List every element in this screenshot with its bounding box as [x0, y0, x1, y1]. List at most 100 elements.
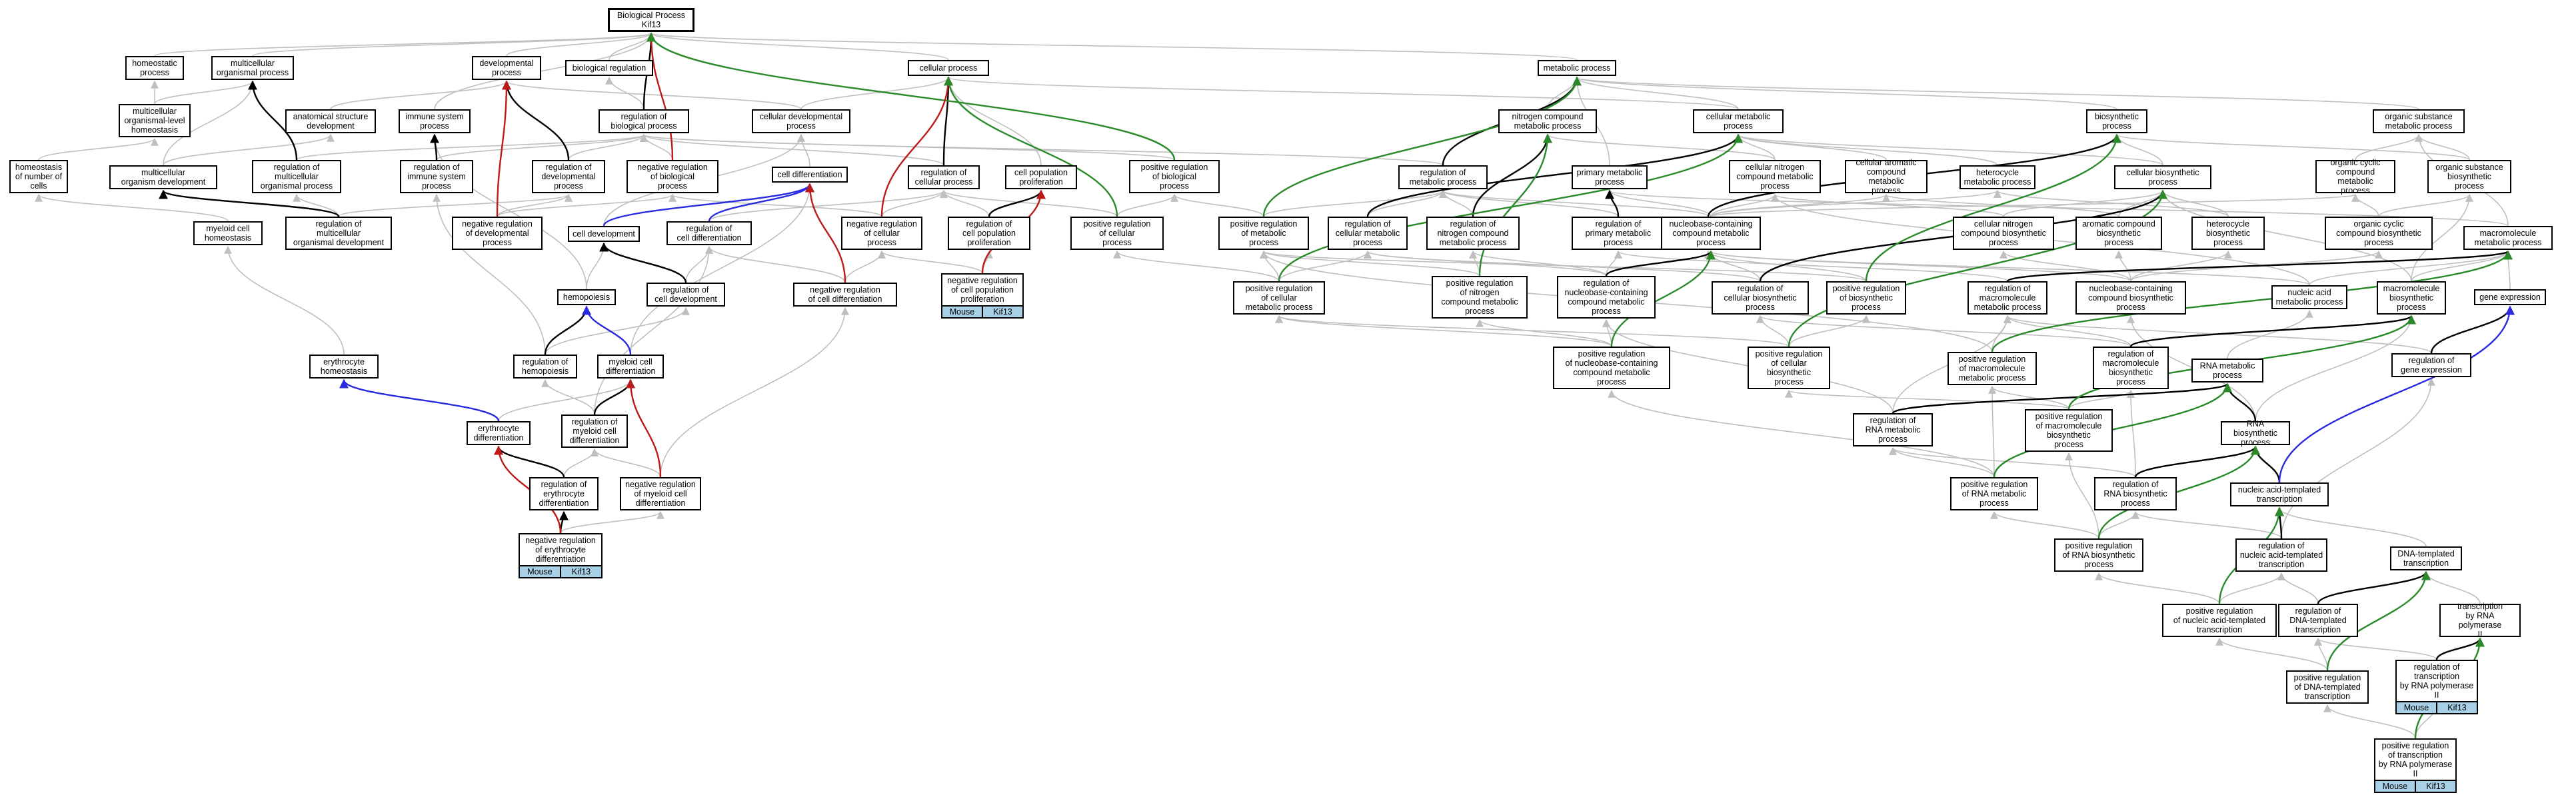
go-term-poscellp[interactable]: positive regulation of cellular process: [1070, 217, 1164, 250]
go-term-rnabio[interactable]: RNA biosynthetic process: [2221, 419, 2290, 447]
go-term-regdna[interactable]: regulation of DNA-templated transcriptio…: [2278, 604, 2358, 637]
go-term-trpol[interactable]: transcription by RNA polymerase II: [2439, 602, 2521, 639]
go-term-posbios[interactable]: positive regulation of biosynthetic proc…: [1826, 281, 1906, 315]
go-term-rnamet[interactable]: RNA metabolic process: [2191, 359, 2263, 383]
go-term-cellbio[interactable]: cellular biosynthetic process: [2114, 165, 2211, 189]
go-term-reghemo[interactable]: regulation of hemopoiesis: [513, 355, 577, 379]
go-term-posrnab[interactable]: positive regulation of RNA biosynthetic …: [2054, 538, 2143, 572]
go-term-negcdiff[interactable]: negative regulation of cell differentiat…: [793, 283, 897, 307]
go-term-ocbio[interactable]: organic cyclic compound biosynthetic pro…: [2325, 217, 2433, 250]
go-term-negcellp[interactable]: negative regulation of cellular process: [841, 217, 922, 250]
go-term-orgcyc[interactable]: organic cyclic compound metabolic proces…: [2315, 158, 2395, 195]
go-term-regcellp[interactable]: regulation of cellular process: [908, 165, 980, 189]
go-term-negmydiff[interactable]: negative regulation of myeloid cell diff…: [620, 477, 701, 510]
go-term-cellp[interactable]: cellular process: [908, 60, 989, 76]
go-term-homnum[interactable]: homeostasis of number of cells: [9, 160, 68, 193]
go-term-hetero[interactable]: heterocycle metabolic process: [1959, 165, 2035, 189]
go-term-regmulti[interactable]: regulation of multicellular organismal p…: [252, 160, 341, 193]
go-term-macro[interactable]: macromolecule metabolic process: [2463, 226, 2553, 250]
go-term-posmet[interactable]: positive regulation of metabolic process: [1218, 217, 1309, 250]
go-term-anatdev[interactable]: anatomical structure development: [285, 109, 376, 133]
go-term-cellpop[interactable]: cell population proliferation: [1005, 165, 1077, 189]
edge-is-a: [35, 193, 229, 222]
go-term-regcdev[interactable]: regulation of cell development: [646, 283, 725, 307]
go-term-negdev[interactable]: negative regulation of developmental pro…: [452, 217, 543, 250]
go-term-natrans[interactable]: nucleic acid-templated transcription: [2230, 482, 2329, 506]
go-term-arom[interactable]: cellular aromatic compound metabolic pro…: [1845, 158, 1928, 195]
go-term-negbio[interactable]: negative regulation of biological proces…: [627, 160, 718, 193]
go-term-cnitro[interactable]: cellular nitrogen compound metabolic pro…: [1729, 160, 1821, 193]
go-term-regmet[interactable]: regulation of metabolic process: [1398, 165, 1488, 189]
go-term-celldev[interactable]: cellular developmental process: [752, 109, 850, 133]
edge-pos-regulates: [646, 32, 1176, 161]
go-term-metab[interactable]: metabolic process: [1538, 60, 1616, 76]
go-term-orgsub[interactable]: organic substance metabolic process: [2373, 109, 2465, 133]
go-term-regpol[interactable]: regulation of transcription by RNA polym…: [2395, 660, 2478, 702]
go-term-regcdiff[interactable]: regulation of cell differentiation: [666, 221, 752, 245]
go-term-negerydiff[interactable]: negative regulation of erythrocyte diffe…: [519, 533, 603, 566]
go-term-negpop[interactable]: negative regulation of cell population p…: [941, 273, 1024, 307]
go-term-regprim[interactable]: regulation of primary metabolic process: [1572, 217, 1665, 250]
go-term-regnitro[interactable]: regulation of nitrogen compound metaboli…: [1426, 217, 1520, 250]
go-term-posnitro[interactable]: positive regulation of nitrogen compound…: [1432, 276, 1528, 319]
go-term-devp[interactable]: developmental process: [472, 56, 541, 80]
go-term-nameta[interactable]: nucleic acid metabolic process: [2271, 285, 2347, 309]
go-term-cellmet[interactable]: cellular metabolic process: [1693, 109, 1784, 133]
go-term-regimm[interactable]: regulation of immune system process: [400, 160, 473, 193]
go-term-poscmet[interactable]: positive regulation of cellular metaboli…: [1233, 281, 1325, 315]
go-term-poscbio[interactable]: positive regulation of cellular biosynth…: [1748, 347, 1830, 389]
go-term-regnat[interactable]: regulation of nucleic acid-templated tra…: [2235, 538, 2327, 572]
go-term-regdev[interactable]: regulation of developmental process: [532, 160, 605, 193]
go-term-posdna[interactable]: positive regulation of DNA-templated tra…: [2286, 670, 2369, 704]
go-term-cnbio[interactable]: cellular nitrogen compound biosynthetic …: [1953, 217, 2054, 250]
go-term-nucmet[interactable]: nucleobase-containing compound metabolic…: [1661, 217, 1761, 250]
go-term-regnuc[interactable]: regulation of nucleobase-containing comp…: [1557, 276, 1656, 319]
go-term-celldevp[interactable]: cell development: [568, 226, 640, 242]
go-term-biosyn[interactable]: biosynthetic process: [2086, 109, 2147, 133]
edge-is-a: [497, 193, 676, 217]
go-term-regmacro[interactable]: regulation of macromolecule metabolic pr…: [1967, 281, 2047, 315]
go-term-pospol[interactable]: positive regulation of transcription by …: [2374, 738, 2457, 781]
go-term-dnatrans[interactable]: DNA-templated transcription: [2390, 546, 2462, 570]
go-term-nitro[interactable]: nitrogen compound metabolic process: [1498, 109, 1597, 133]
go-term-posmacbio[interactable]: positive regulation of macromolecule bio…: [2025, 409, 2113, 452]
go-term-regcmet[interactable]: regulation of cellular metabolic process: [1328, 217, 1408, 250]
go-term-macbio[interactable]: macromolecule biosynthetic process: [2377, 281, 2446, 315]
go-term-multi[interactable]: multicellular organismal process: [211, 56, 294, 80]
go-term-geneexp[interactable]: gene expression: [2474, 289, 2546, 305]
edge-is-a: [1756, 315, 2131, 347]
go-term-homeo[interactable]: homeostatic process: [125, 56, 184, 80]
go-term-myhomeo[interactable]: myeloid cell homeostasis: [193, 221, 263, 245]
go-term-regcbio[interactable]: regulation of cellular biosynthetic proc…: [1712, 281, 1809, 315]
go-term-regmydiff[interactable]: regulation of myeloid cell differentiati…: [561, 414, 628, 448]
go-term-posnuc[interactable]: positive regulation of nucleobase-contai…: [1553, 347, 1670, 389]
go-term-immune[interactable]: immune system process: [399, 109, 471, 133]
go-term-posrnam[interactable]: positive regulation of RNA metabolic pro…: [1950, 477, 2038, 510]
go-term-bioreg[interactable]: biological regulation: [565, 60, 653, 76]
go-term-erydiff[interactable]: erythrocyte differentiation: [467, 421, 531, 445]
go-term-regerydiff[interactable]: regulation of erythrocyte differentiatio…: [529, 477, 599, 510]
go-term-posnat[interactable]: positive regulation of nucleic acid-temp…: [2162, 604, 2277, 637]
go-term-regmacbio[interactable]: regulation of macromolecule biosynthetic…: [2093, 347, 2169, 389]
go-term-hetbio[interactable]: heterocycle biosynthetic process: [2191, 217, 2265, 250]
go-term-primet[interactable]: primary metabolic process: [1572, 165, 1648, 189]
go-term-mydiff[interactable]: myeloid cell differentiation: [597, 355, 664, 379]
go-term-hemop[interactable]: hemopoiesis: [557, 289, 616, 305]
go-term-nucbio[interactable]: nucleobase-containing compound biosynthe…: [2075, 281, 2186, 315]
go-term-root[interactable]: Biological Process Kif13: [608, 8, 694, 32]
go-term-regrnab[interactable]: regulation of RNA biosynthetic process: [2094, 477, 2177, 510]
go-term-regbio[interactable]: regulation of biological process: [599, 109, 689, 133]
go-term-regpop[interactable]: regulation of cell population proliferat…: [948, 217, 1030, 250]
go-term-orgdev[interactable]: multicellular organism development: [109, 165, 217, 189]
go-term-posbio[interactable]: positive regulation of biological proces…: [1129, 160, 1220, 193]
go-term-orgsubbio[interactable]: organic substance biosynthetic process: [2427, 160, 2511, 193]
go-term-regorgdev[interactable]: regulation of multicellular organismal d…: [285, 217, 392, 250]
go-term-regrnam[interactable]: regulation of RNA metabolic process: [1853, 413, 1933, 446]
go-term-posmacro[interactable]: positive regulation of macromolecule met…: [1947, 352, 2037, 385]
go-term-regge[interactable]: regulation of gene expression: [2391, 353, 2471, 377]
go-term-celldiff[interactable]: cell differentiation: [772, 167, 848, 183]
go-term-mlhomeo[interactable]: multicellular organismal-level homeostas…: [119, 104, 191, 137]
edge-part-of: [502, 80, 570, 161]
go-term-eryhomeo[interactable]: erythrocyte homeostasis: [309, 355, 379, 379]
go-term-arombio[interactable]: aromatic compound biosynthetic process: [2075, 217, 2162, 250]
